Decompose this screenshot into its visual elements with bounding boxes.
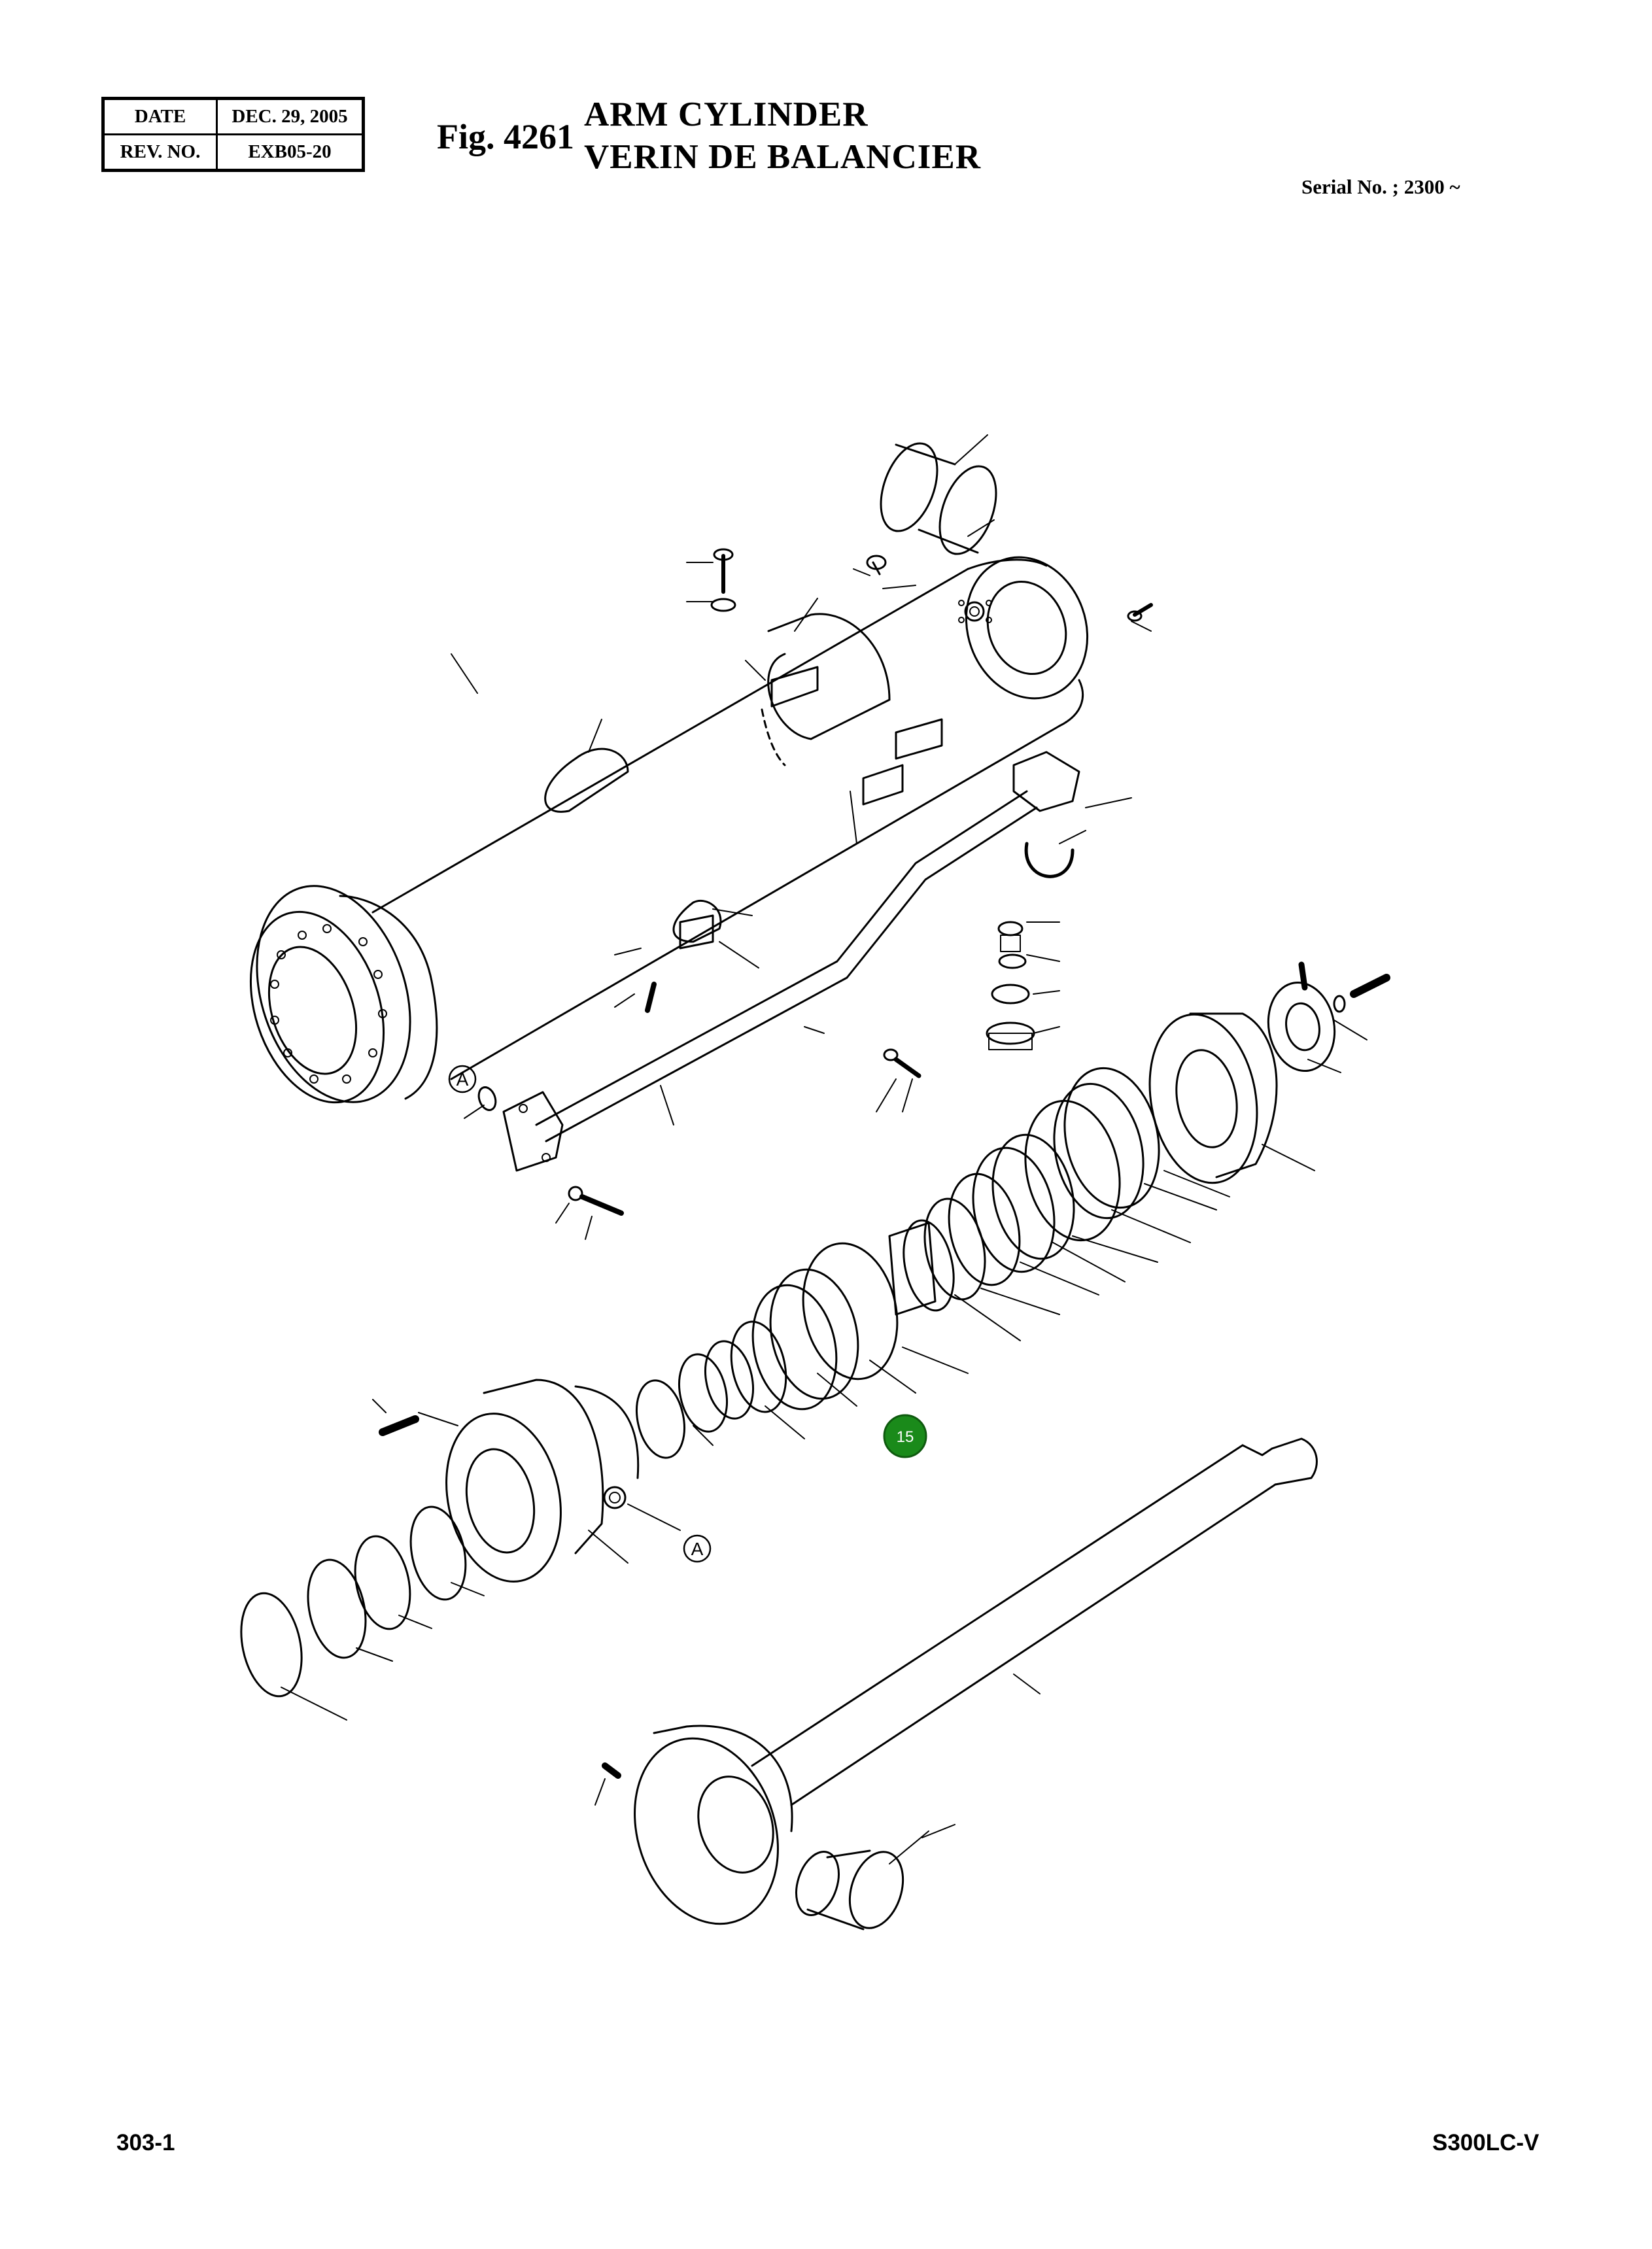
figure-number: Fig. 4261 [437,117,574,156]
model-name: S300LC-V [1432,2130,1540,2155]
cylinder-tube [249,556,1089,1104]
hydraulic-pipe [502,751,1080,1172]
rev-value: EXB05-20 [216,133,364,171]
revision-table: DATE DEC. 29, 2005 REV. NO. EXB05-20 [101,97,365,172]
rod-cover [240,1379,640,1698]
callout-15[interactable]: 15 [883,1414,927,1458]
callout-15-label: 15 [897,1428,914,1446]
date-label: DATE [102,97,218,135]
reference-mark-a-top: A [448,1065,477,1093]
piston-seal-stack [636,961,1390,1459]
fasteners-group [477,548,1153,1216]
title-english: ARM CYLINDER [584,95,869,133]
page-number: 303-1 [116,2130,175,2155]
leader-lines [281,434,1368,1864]
title-french: VERIN DE BALANCIER [584,138,981,176]
reference-mark-a-bottom: A [683,1534,712,1563]
serial-number: Serial No. ; 2300 ~ [1301,175,1460,198]
reference-mark-a-bottom-label: A [691,1539,704,1559]
head-bushing [880,442,997,555]
date-value: DEC. 29, 2005 [216,97,364,135]
piston-rod [602,1437,1318,1931]
reference-mark-a-top-label: A [456,1069,469,1090]
rev-label: REV. NO. [102,133,218,171]
